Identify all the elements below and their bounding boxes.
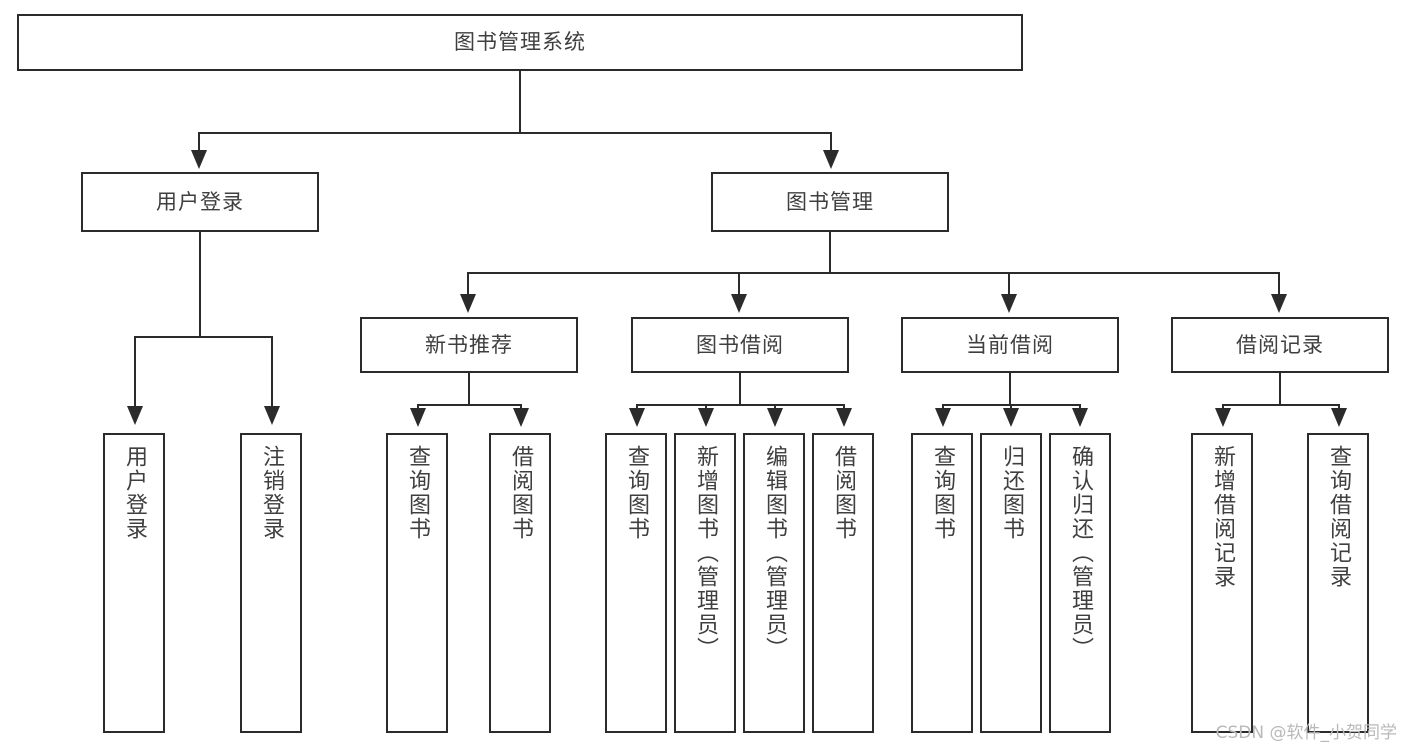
watermark-text: CSDN @软件_小贺同学 (1215, 723, 1397, 743)
leaf-label: 查询图书 (624, 445, 649, 541)
connector-drop-leaf-b2 (705, 404, 707, 410)
connector-drop-leaf-c2 (1010, 404, 1012, 410)
connector-drop-leaf-r2 (1338, 404, 1340, 410)
arrow-leaf-b1 (629, 408, 645, 427)
leaf-user-login[interactable]: 用户登录 (103, 433, 165, 733)
connector-book-borrow-stem (739, 373, 741, 405)
leaf-label: 用户登录 (122, 445, 147, 541)
connector-drop-current-borrow (1008, 272, 1010, 296)
leaf-label: 借阅图书 (831, 445, 856, 541)
arrow-leaf-r2 (1331, 408, 1347, 427)
leaf-label: 新增借阅记录 (1210, 445, 1235, 589)
arrow-book-manage (823, 150, 839, 169)
connector-drop-leaf-u2 (271, 336, 273, 408)
connector-drop-leaf-b1 (636, 404, 638, 410)
leaf-borrow-book[interactable]: 借阅图书 (812, 433, 874, 733)
connector-user-login-stem (199, 232, 201, 337)
arrow-leaf-n1 (410, 408, 426, 427)
leaf-query-book-recommend[interactable]: 查询图书 (386, 433, 448, 733)
arrow-leaf-r1 (1215, 408, 1231, 427)
node-current-borrow[interactable]: 当前借阅 (901, 317, 1119, 373)
arrow-current-borrow (1001, 294, 1017, 313)
connector-drop-leaf-c3 (1079, 404, 1081, 410)
connector-new-book-bus (417, 404, 520, 406)
connector-book-manage-bus (467, 272, 1279, 274)
connector-drop-book-borrow (738, 272, 740, 296)
leaf-label: 注销登录 (259, 445, 284, 541)
connector-book-manage-stem (829, 232, 831, 273)
leaf-add-book-admin[interactable]: 新增图书（管理员） (674, 433, 736, 733)
arrow-leaf-u1 (127, 406, 143, 425)
arrow-leaf-u2 (264, 406, 280, 425)
node-new-book-recommend[interactable]: 新书推荐 (360, 317, 578, 373)
connector-root-bus (198, 132, 832, 134)
leaf-borrow-book-recommend[interactable]: 借阅图书 (489, 433, 551, 733)
connector-borrow-record-stem (1279, 373, 1281, 405)
connector-drop-leaf-u1 (134, 336, 136, 408)
node-label: 用户登录 (156, 189, 244, 214)
node-borrow-record[interactable]: 借阅记录 (1171, 317, 1389, 373)
leaf-label: 确认归还（管理员） (1068, 445, 1093, 661)
arrow-book-borrow (731, 294, 747, 313)
arrow-leaf-b4 (836, 408, 852, 427)
node-book-manage[interactable]: 图书管理 (711, 172, 949, 232)
node-label: 当前借阅 (966, 332, 1054, 357)
connector-drop-new-book (467, 272, 469, 296)
arrow-leaf-b3 (767, 408, 783, 427)
arrow-leaf-n2 (513, 408, 529, 427)
node-label: 借阅记录 (1236, 332, 1324, 357)
connector-new-book-stem (468, 373, 470, 405)
leaf-add-borrow-record[interactable]: 新增借阅记录 (1191, 433, 1253, 733)
leaf-label: 新增图书（管理员） (693, 445, 718, 661)
arrow-leaf-c1 (935, 408, 951, 427)
leaf-label: 查询图书 (930, 445, 955, 541)
arrow-new-book (460, 294, 476, 313)
node-user-login[interactable]: 用户登录 (81, 172, 319, 232)
leaf-label: 归还图书 (999, 445, 1024, 541)
connector-book-borrow-bus (636, 404, 843, 406)
arrow-user-login (191, 150, 207, 169)
node-root-system[interactable]: 图书管理系统 (17, 14, 1023, 71)
leaf-label: 借阅图书 (508, 445, 533, 541)
node-book-borrow[interactable]: 图书借阅 (631, 317, 849, 373)
arrow-borrow-record (1271, 294, 1287, 313)
connector-drop-leaf-r1 (1222, 404, 1224, 410)
connector-drop-leaf-b4 (843, 404, 845, 410)
connector-root-stem (519, 71, 521, 133)
leaf-label: 查询借阅记录 (1326, 445, 1351, 589)
leaf-label: 查询图书 (405, 445, 430, 541)
arrow-leaf-c2 (1003, 408, 1019, 427)
node-label: 图书借阅 (696, 332, 784, 357)
connector-drop-borrow-record (1278, 272, 1280, 296)
connector-drop-leaf-n1 (417, 404, 419, 410)
leaf-label: 编辑图书（管理员） (762, 445, 787, 661)
connector-current-borrow-stem (1009, 373, 1011, 405)
connector-drop-book-manage (830, 132, 832, 152)
connector-drop-leaf-c1 (942, 404, 944, 410)
leaf-confirm-return-admin[interactable]: 确认归还（管理员） (1049, 433, 1111, 733)
connector-drop-leaf-n2 (520, 404, 522, 410)
arrow-leaf-b2 (698, 408, 714, 427)
leaf-query-borrow-record[interactable]: 查询借阅记录 (1307, 433, 1369, 733)
connector-user-login-bus (134, 336, 271, 338)
arrow-leaf-c3 (1072, 408, 1088, 427)
connector-drop-leaf-b3 (774, 404, 776, 410)
node-label: 新书推荐 (425, 332, 513, 357)
node-label: 图书管理 (786, 189, 874, 214)
leaf-edit-book-admin[interactable]: 编辑图书（管理员） (743, 433, 805, 733)
leaf-query-book-current[interactable]: 查询图书 (911, 433, 973, 733)
node-label: 图书管理系统 (454, 30, 586, 55)
connector-drop-user-login (198, 132, 200, 152)
leaf-query-book-borrow[interactable]: 查询图书 (605, 433, 667, 733)
leaf-logout[interactable]: 注销登录 (240, 433, 302, 733)
connector-borrow-record-bus (1222, 404, 1338, 406)
leaf-return-book[interactable]: 归还图书 (980, 433, 1042, 733)
